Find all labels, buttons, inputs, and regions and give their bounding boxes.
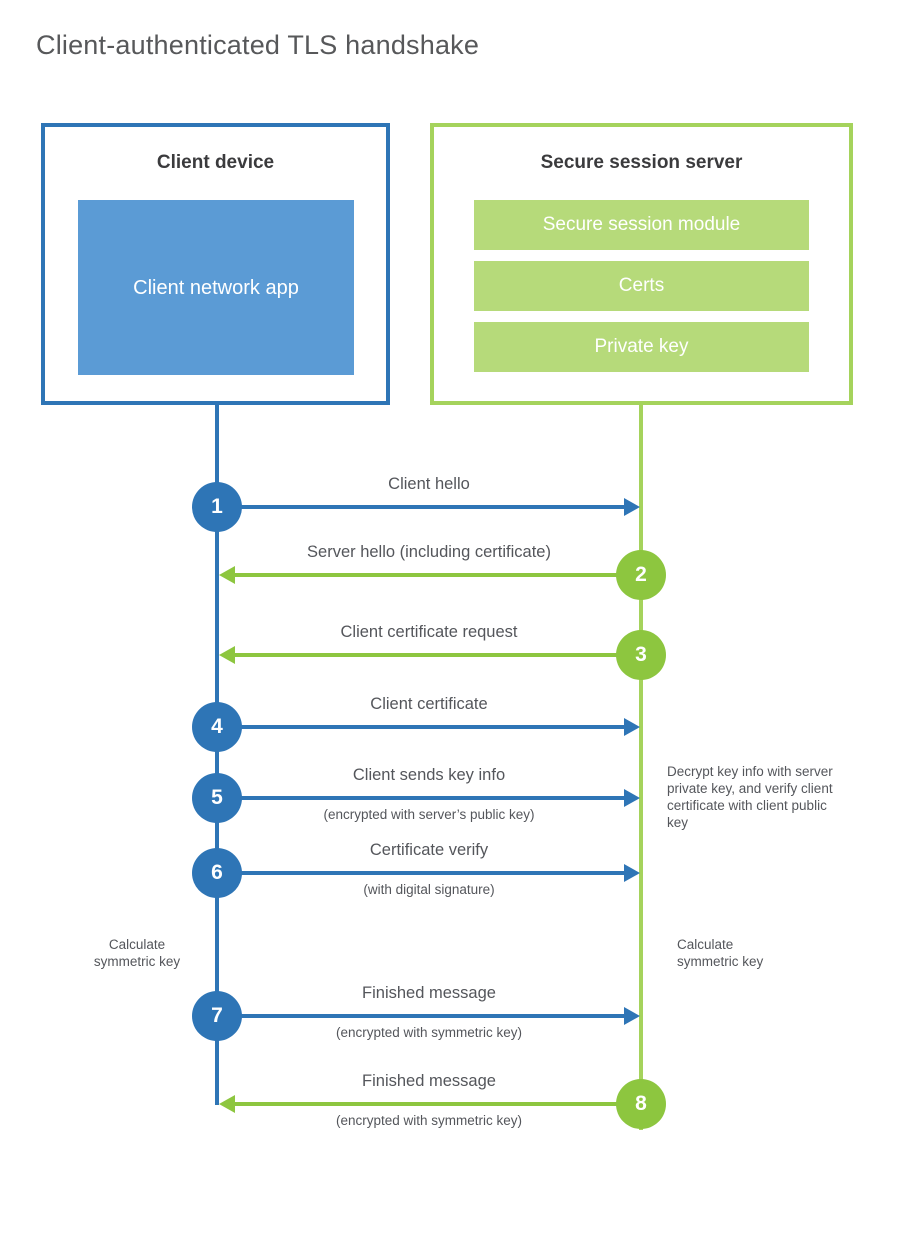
message-label: Finished message [362, 984, 496, 1002]
step-badge-2: 2 [616, 550, 666, 600]
client-network-app-box: Client network app [78, 200, 354, 375]
arrow-right-icon [624, 789, 640, 807]
message-label: Server hello (including certificate) [307, 543, 551, 561]
secure-session-server-box: Secure session server Secure session mod… [430, 123, 853, 405]
message-row-7: 7 Finished message (encrypted with symme… [0, 984, 900, 1041]
step-badge-7: 7 [192, 991, 242, 1041]
message-sublabel: (encrypted with server’s public key) [323, 807, 535, 822]
message-label: Finished message [362, 1072, 496, 1090]
message-row-8: 8 Finished message (encrypted with symme… [0, 1072, 900, 1129]
server-module-bar: Secure session module [474, 200, 809, 250]
step-badge-3: 3 [616, 630, 666, 680]
message-row-3: 3 Client certificate request [0, 623, 900, 680]
client-device-box: Client device Client network app [41, 123, 390, 405]
secure-session-server-title: Secure session server [540, 152, 743, 173]
server-module-bar: Certs [474, 261, 809, 311]
page-title: Client-authenticated TLS handshake [36, 30, 480, 60]
message-row-5: 5 Client sends key info (encrypted with … [0, 766, 900, 823]
arrow-right-icon [624, 498, 640, 516]
step-badge-6: 6 [192, 848, 242, 898]
arrow-right-icon [624, 864, 640, 882]
arrow-shaft [217, 1014, 624, 1018]
arrow-shaft [217, 871, 624, 875]
step-badge-5: 5 [192, 773, 242, 823]
message-label: Client certificate [370, 695, 488, 713]
message-label: Certificate verify [369, 841, 489, 859]
message-row-4: 4 Client certificate [0, 695, 900, 752]
arrow-left-icon [219, 1095, 235, 1113]
server-module-bar: Private key [474, 322, 809, 372]
message-sublabel: (encrypted with symmetric key) [335, 1113, 523, 1128]
client-network-app-label: Client network app [133, 276, 299, 299]
message-label: Client sends key info [352, 766, 506, 784]
message-row-6: 6 Certificate verify (with digital signa… [0, 841, 900, 898]
arrow-shaft [234, 1102, 641, 1106]
message-row-2: 2 Server hello (including certificate) [0, 543, 900, 600]
message-row-1: 1 Client hello [0, 475, 900, 532]
arrow-right-icon [624, 718, 640, 736]
step-badge-4: 4 [192, 702, 242, 752]
arrow-shaft [217, 725, 624, 729]
arrow-shaft [217, 796, 624, 800]
step-badge-8: 8 [616, 1079, 666, 1129]
arrow-right-icon [624, 1007, 640, 1025]
server-lifeline [639, 405, 643, 1130]
calculate-symmetric-key-note-left: Calculate symmetric key [93, 937, 181, 969]
message-label: Client hello [388, 475, 470, 493]
arrow-shaft [234, 653, 641, 657]
arrow-shaft [217, 505, 624, 509]
arrow-shaft [234, 573, 641, 577]
calculate-symmetric-key-note-right: Calculate symmetric key [677, 937, 764, 969]
client-device-title: Client device [156, 152, 275, 173]
message-sublabel: (encrypted with symmetric key) [335, 1025, 523, 1040]
client-lifeline [215, 405, 219, 1105]
arrow-left-icon [219, 566, 235, 584]
arrow-left-icon [219, 646, 235, 664]
message-label: Client certificate request [340, 623, 518, 641]
step-badge-1: 1 [192, 482, 242, 532]
message-sublabel: (with digital signature) [363, 882, 495, 897]
decrypt-note: Decrypt key info with server private key… [667, 764, 833, 830]
